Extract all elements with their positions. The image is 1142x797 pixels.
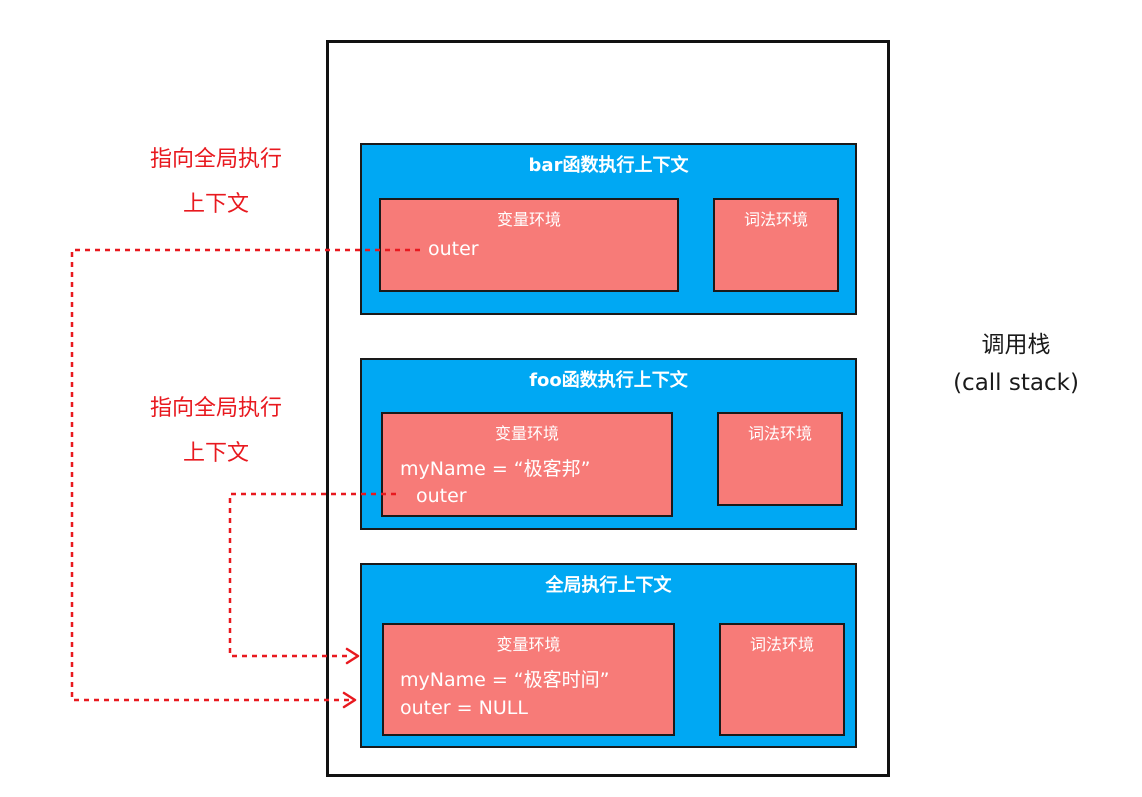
call-stack-label-en: (call stack) — [953, 370, 1079, 396]
global-context-title: 全局执行上下文 — [545, 575, 672, 596]
foo-outer-arrowhead — [345, 647, 360, 665]
global-lexical-env-title: 词法环境 — [749, 635, 814, 654]
foo-lexical-env-title: 词法环境 — [747, 424, 812, 443]
bar-outer-arrowhead — [342, 691, 357, 709]
global-var-myname: myName = “极客时间” — [400, 669, 610, 691]
foo-lexical-environment: 词法环境 — [717, 412, 843, 506]
bar-var-outer: outer — [428, 238, 479, 260]
foo-outer-pointer-line — [228, 492, 396, 658]
call-stack-label-cn: 调用栈 — [981, 332, 1051, 358]
bar-lexical-env-title: 词法环境 — [743, 210, 808, 229]
foo-outer-note: 指向全局执行上下文 — [149, 396, 282, 466]
bar-outer-note: 指向全局执行上下文 — [149, 147, 282, 217]
bar-lexical-environment: 词法环境 — [713, 198, 839, 292]
foo-variable-environment: 变量环境 myName = “极客邦” outer — [381, 412, 673, 517]
bar-context-title: bar函数执行上下文 — [528, 155, 689, 176]
call-stack-frame — [326, 40, 890, 777]
foo-variable-env-title: 变量环境 — [494, 424, 559, 443]
bar-variable-environment: 变量环境 outer — [379, 198, 679, 292]
bar-variable-env-title: 变量环境 — [496, 210, 561, 229]
global-lexical-environment: 词法环境 — [719, 623, 845, 736]
call-stack-label: 调用栈 (call stack) — [926, 326, 1106, 402]
global-variable-environment: 变量环境 myName = “极客时间” outer = NULL — [382, 623, 675, 736]
global-variable-env-title: 变量环境 — [496, 635, 561, 654]
bar-outer-pointer-line — [70, 248, 420, 702]
foo-var-myname: myName = “极客邦” — [400, 458, 591, 480]
global-var-outer: outer = NULL — [400, 697, 528, 719]
foo-context-title: foo函数执行上下文 — [529, 370, 688, 391]
foo-var-outer: outer — [416, 485, 467, 507]
